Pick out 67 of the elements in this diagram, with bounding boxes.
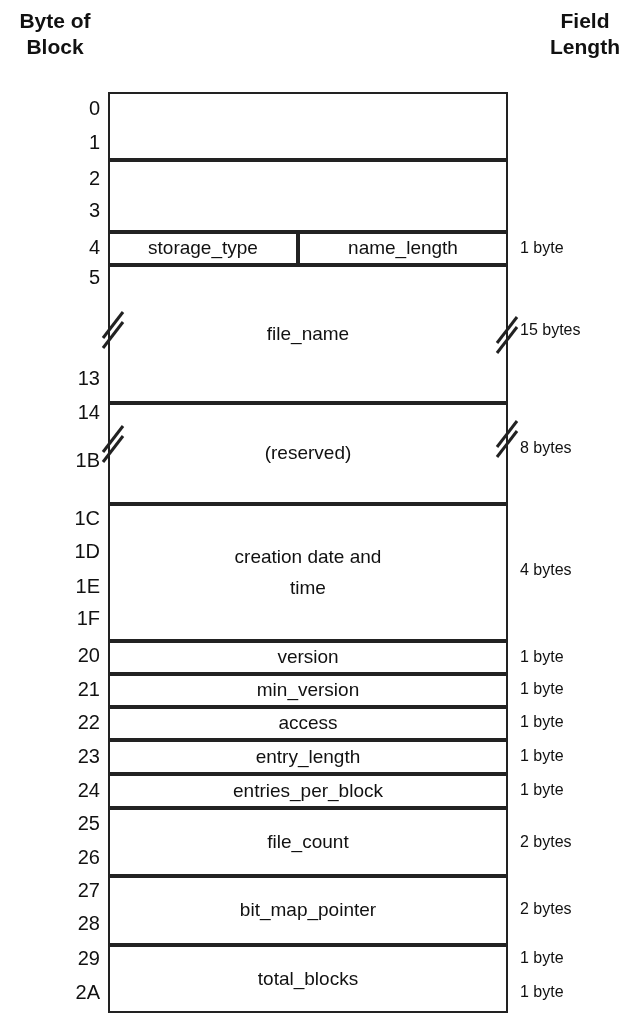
field-name: access	[278, 711, 338, 736]
byte-offset: 14	[77, 400, 100, 424]
byte-offset: 29	[77, 946, 100, 970]
byte-offset: 1F	[76, 606, 100, 630]
field-box	[108, 707, 508, 740]
field-name: version	[277, 645, 339, 670]
field-name: name_length	[348, 236, 458, 261]
field-name: total_blocks	[257, 966, 359, 992]
field-length: 1 byte	[520, 680, 564, 698]
field-length: 2 bytes	[520, 900, 572, 918]
field-length: 8 bytes	[520, 439, 572, 457]
field-box	[108, 740, 508, 774]
field-length: 1 byte	[520, 747, 564, 765]
field-length: 1 byte	[520, 239, 564, 257]
column-heading: Byte of Block	[18, 8, 92, 61]
byte-offset: 2A	[75, 980, 100, 1004]
field-name: entries_per_block	[233, 778, 383, 804]
field-length: 1 byte	[520, 949, 564, 967]
field-name: creation date and time	[233, 545, 383, 600]
byte-offset: 21	[77, 677, 100, 701]
byte-offset: 1E	[75, 574, 100, 598]
byte-offset: 0	[88, 96, 100, 120]
field-box	[108, 641, 508, 674]
byte-offset: 1B	[75, 448, 100, 472]
byte-offset: 1C	[74, 506, 100, 530]
byte-offset: 26	[77, 845, 100, 869]
byte-offset: 3	[88, 198, 100, 222]
byte-offset: 20	[77, 643, 100, 667]
byte-offset: 2	[88, 166, 100, 190]
column-heading: Field Length	[549, 8, 621, 61]
byte-offset: 5	[88, 265, 100, 289]
byte-offset: 13	[77, 366, 100, 390]
field-box	[298, 232, 508, 265]
field-box	[108, 265, 508, 403]
field-box	[108, 674, 508, 707]
field-length: 1 byte	[520, 781, 564, 799]
field-name: min_version	[256, 678, 360, 703]
field-length: 1 byte	[520, 713, 564, 731]
field-name: file_count	[267, 829, 349, 855]
field-box	[108, 504, 508, 641]
byte-offset: 23	[77, 744, 100, 768]
field-length: 15 bytes	[520, 321, 581, 339]
field-name: storage_type	[148, 236, 258, 261]
field-box	[108, 92, 508, 160]
byte-offset: 27	[77, 878, 100, 902]
byte-offset: 4	[88, 235, 100, 259]
field-length: 1 byte	[520, 983, 564, 1001]
field-length: 4 bytes	[520, 561, 572, 579]
field-box	[108, 160, 508, 232]
field-box	[108, 774, 508, 808]
byte-offset: 1	[88, 130, 100, 154]
field-length: 2 bytes	[520, 833, 572, 851]
byte-offset: 24	[77, 778, 100, 802]
field-box	[108, 945, 508, 1013]
byte-offset: 1D	[74, 539, 100, 563]
field-box	[108, 232, 298, 265]
field-box	[108, 808, 508, 876]
field-name: bit_map_pointer	[239, 898, 377, 923]
field-box	[108, 403, 508, 504]
field-name: file_name	[266, 321, 350, 347]
field-length: 1 byte	[520, 648, 564, 666]
field-name: (reserved)	[264, 441, 352, 466]
field-name: entry_length	[255, 744, 361, 770]
byte-offset: 22	[77, 710, 100, 734]
byte-offset: 28	[77, 911, 100, 935]
field-box	[108, 876, 508, 945]
byte-offset: 25	[77, 811, 100, 835]
